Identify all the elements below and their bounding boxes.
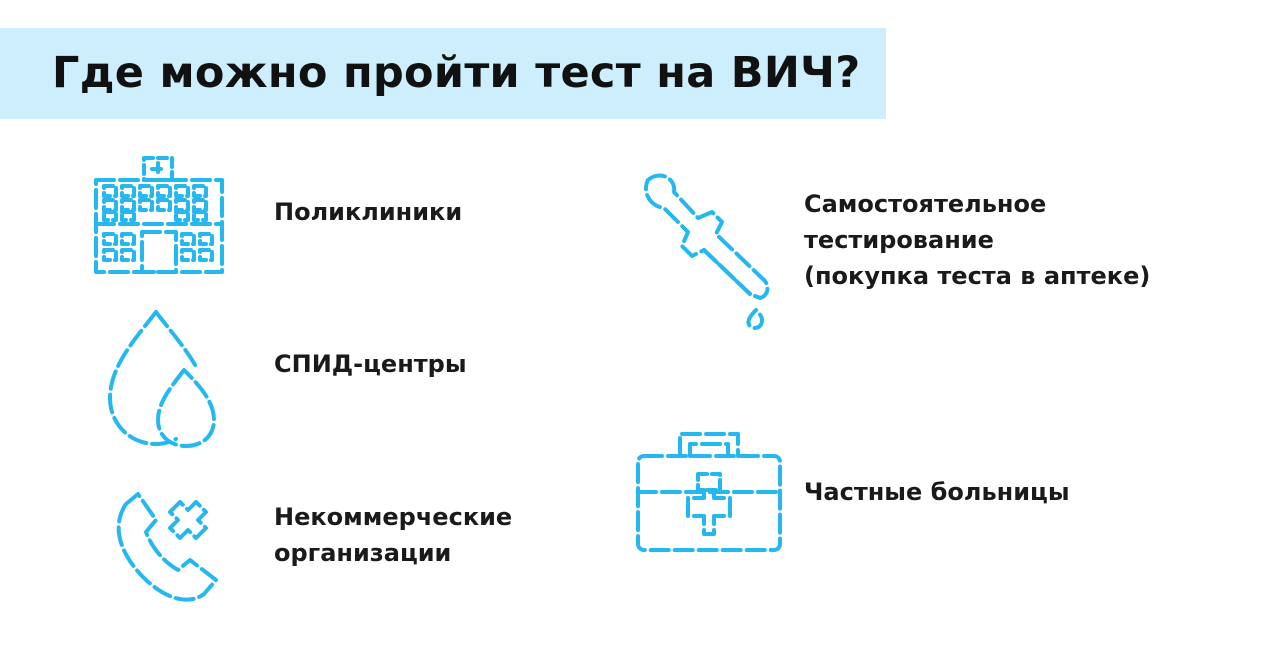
item-label-nonprofits: Некоммерческие организации: [274, 503, 513, 567]
phone-cross-icon: [104, 490, 220, 610]
page-title: Где можно пройти тест на ВИЧ?: [52, 48, 861, 98]
item-label-aids-centers: СПИД-центры: [274, 350, 467, 378]
item-label-private-hospitals: Частные больницы: [804, 478, 1070, 506]
title-banner: Где можно пройти тест на ВИЧ?: [0, 28, 886, 119]
medical-case-icon: [634, 430, 784, 554]
item-label-polyclinics: Поликлиники: [274, 198, 463, 226]
blood-drops-icon: [106, 308, 218, 450]
item-label-self-testing: Самостоятельное тестирование (покупка те…: [804, 190, 1151, 290]
pipette-icon: [638, 172, 778, 330]
hospital-building-icon: [92, 154, 226, 276]
